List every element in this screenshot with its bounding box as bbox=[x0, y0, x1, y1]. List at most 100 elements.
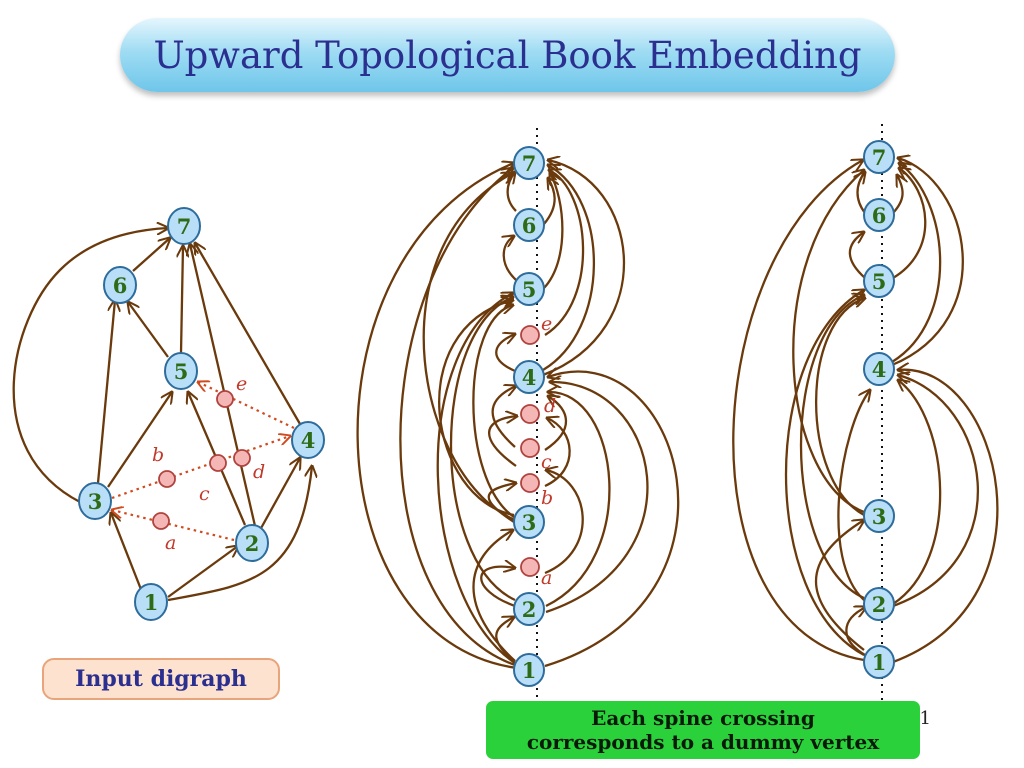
edge-3-5 bbox=[107, 392, 172, 488]
dummy-vertex-a bbox=[152, 512, 170, 530]
vertex-label-4: 4 bbox=[301, 428, 316, 453]
mid-vertex-7 bbox=[513, 146, 545, 180]
mid-dummy-c bbox=[520, 438, 540, 458]
mid-vertex-4 bbox=[513, 360, 545, 394]
edge-2-7 bbox=[190, 244, 257, 527]
edge-3-6 bbox=[96, 300, 115, 484]
right-vertex-7 bbox=[863, 140, 895, 174]
input-digraph-caption: Input digraph bbox=[42, 658, 280, 700]
vertex-7 bbox=[167, 207, 201, 245]
input-dummy-edges bbox=[111, 382, 295, 542]
edge-4-7 bbox=[195, 243, 301, 425]
mid-vertex-label-5: 5 bbox=[522, 277, 537, 302]
edge-1-3 bbox=[111, 513, 144, 593]
vertex-1 bbox=[134, 583, 168, 621]
edge bbox=[544, 372, 680, 668]
edge bbox=[845, 607, 866, 656]
edge bbox=[504, 236, 516, 281]
dummy-vertex-b bbox=[158, 470, 176, 488]
vertex-label-1: 1 bbox=[144, 590, 159, 615]
dummy-vertex-e bbox=[216, 390, 234, 408]
mid-vertex-5 bbox=[513, 272, 545, 306]
right-vertex-6 bbox=[863, 198, 895, 232]
edge bbox=[449, 297, 515, 602]
dummy-vertex-d bbox=[233, 449, 251, 467]
right-vertex-2 bbox=[863, 587, 895, 621]
edge bbox=[892, 175, 903, 214]
dummy-label-b: b bbox=[152, 444, 164, 466]
input-vertices: 1 2 3 4 5 6 7 bbox=[78, 207, 325, 621]
edge bbox=[436, 293, 515, 664]
edge bbox=[438, 300, 514, 517]
edge-5-7 bbox=[181, 246, 183, 354]
mid-dummy-e bbox=[520, 325, 540, 345]
edge bbox=[480, 567, 515, 608]
vertex-label-2: 2 bbox=[245, 531, 260, 556]
mid-vertex-label-7: 7 bbox=[522, 151, 537, 176]
mid-vertex-label-2: 2 bbox=[522, 597, 537, 622]
vertex-5 bbox=[164, 352, 198, 390]
mid-dummy-b bbox=[520, 473, 540, 493]
right-vertices: 1 2 3 4 5 6 7 bbox=[863, 140, 895, 679]
input-digraph-caption-text: Input digraph bbox=[75, 666, 247, 692]
spine-crossing-caption: Each spine crossing corresponds to a dum… bbox=[486, 701, 920, 759]
mid-vertex-3 bbox=[513, 505, 545, 539]
mid-vertex-label-1: 1 bbox=[522, 658, 537, 683]
edge bbox=[544, 170, 585, 336]
edge bbox=[732, 160, 864, 662]
slide-title: Upward Topological Book Embedding bbox=[153, 33, 862, 77]
spine-caption-line-1: Each spine crossing bbox=[591, 706, 815, 730]
edge bbox=[544, 396, 568, 451]
mid-vertex-1 bbox=[513, 653, 545, 687]
dummy-edge-2-3 bbox=[112, 510, 235, 542]
embedding-with-dummies: a b c d e 1 2 3 4 5 6 7 bbox=[356, 128, 680, 700]
slide-title-banner: Upward Topological Book Embedding bbox=[120, 18, 895, 92]
input-dummy-vertices: a b c d e bbox=[152, 373, 265, 554]
dummy-vertex-c bbox=[209, 454, 227, 472]
edge-6-7 bbox=[132, 238, 170, 272]
edge-2-4 bbox=[258, 458, 300, 531]
dummy-label-e: e bbox=[236, 373, 247, 395]
edge bbox=[891, 163, 942, 363]
edge-1-4 bbox=[167, 466, 312, 602]
middle-dummy-vertices: a b c d e bbox=[520, 313, 556, 589]
edge bbox=[508, 172, 516, 212]
mid-dummy-label-d: d bbox=[544, 395, 556, 417]
edge bbox=[399, 168, 515, 667]
dummy-label-c: c bbox=[199, 483, 210, 505]
edge bbox=[487, 483, 516, 523]
spine-caption-line-2: corresponds to a dummy vertex bbox=[526, 730, 880, 754]
dummy-label-a: a bbox=[165, 532, 176, 554]
edge bbox=[495, 334, 515, 373]
right-vertex-label-5: 5 bbox=[872, 269, 887, 294]
dummy-edge-4-5 bbox=[198, 382, 295, 429]
edge bbox=[545, 382, 649, 614]
dummy-edge-3-4 bbox=[111, 436, 290, 500]
mid-dummy-label-a: a bbox=[541, 567, 552, 589]
right-edges bbox=[732, 158, 999, 664]
final-embedding: 1 2 3 4 5 6 7 bbox=[732, 124, 999, 700]
edge bbox=[545, 392, 611, 608]
right-vertex-label-3: 3 bbox=[872, 504, 887, 529]
vertex-label-5: 5 bbox=[174, 359, 189, 384]
vertex-label-3: 3 bbox=[88, 489, 103, 514]
edge-1-2 bbox=[167, 546, 238, 598]
edge bbox=[472, 305, 514, 518]
edge bbox=[543, 178, 555, 225]
edge bbox=[892, 370, 999, 664]
middle-vertices: 1 2 3 4 5 6 7 bbox=[513, 146, 545, 687]
edge bbox=[542, 165, 595, 371]
edge-5-6 bbox=[128, 302, 169, 358]
mid-vertex-label-6: 6 bbox=[522, 213, 537, 238]
right-vertex-label-1: 1 bbox=[872, 650, 887, 675]
right-vertex-label-7: 7 bbox=[872, 145, 887, 170]
edge bbox=[814, 298, 865, 517]
edge bbox=[892, 380, 942, 605]
edge bbox=[356, 163, 517, 670]
input-edges bbox=[12, 228, 312, 602]
right-vertex-3 bbox=[863, 499, 895, 533]
mid-vertex-6 bbox=[513, 208, 545, 242]
edge bbox=[488, 416, 517, 467]
mid-vertex-label-4: 4 bbox=[522, 365, 537, 390]
right-vertex-4 bbox=[863, 352, 895, 386]
